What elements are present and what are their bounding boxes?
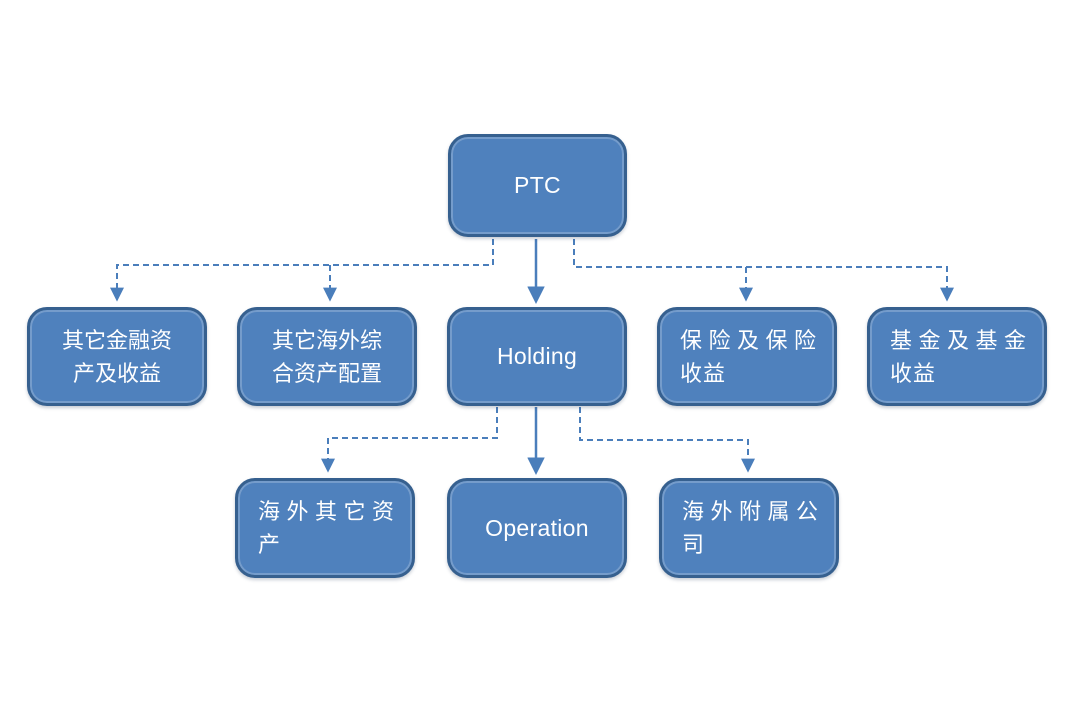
edge-ptc-fund (573, 239, 954, 302)
node-insurance: 保险及保险 收益 (657, 307, 837, 406)
node-insurance-line2: 收益 (680, 360, 727, 386)
edge-holding-overseas-other-assets (321, 407, 498, 473)
node-other-financial-line2: 产及收益 (72, 360, 161, 386)
node-overseas-other-assets-line1: 海外其它资 (258, 499, 401, 524)
node-overseas-other-assets: 海外其它资 产 (235, 478, 415, 578)
node-other-overseas-line1: 其它海外综 (271, 327, 382, 353)
node-other-financial-line1: 其它金融资 (61, 327, 172, 353)
node-other-overseas: 其它海外综 合资产配置 (237, 307, 417, 406)
node-overseas-other-assets-line2: 产 (258, 532, 282, 557)
node-insurance-line1: 保险及保险 (680, 327, 823, 353)
node-ptc: PTC (448, 134, 627, 237)
node-holding-label: Holding (496, 343, 578, 369)
node-overseas-affiliates-line1: 海外附属公 (682, 499, 825, 524)
node-other-financial: 其它金融资 产及收益 (27, 307, 207, 406)
edge-ptc-other-financial (110, 239, 494, 302)
edge-holding-overseas-affiliates (579, 407, 755, 473)
node-operation-label: Operation (485, 514, 589, 541)
node-overseas-affiliates: 海外附属公 司 (659, 478, 839, 578)
node-ptc-label: PTC (514, 172, 561, 198)
node-overseas-affiliates-line2: 司 (682, 532, 706, 557)
node-holding: Holding (447, 307, 627, 406)
node-fund: 基金及基金 收益 (867, 307, 1047, 406)
node-fund-line2: 收益 (890, 360, 937, 386)
node-other-overseas-line2: 合资产配置 (271, 360, 382, 386)
node-operation: Operation (447, 478, 627, 578)
node-fund-line1: 基金及基金 (890, 327, 1033, 353)
